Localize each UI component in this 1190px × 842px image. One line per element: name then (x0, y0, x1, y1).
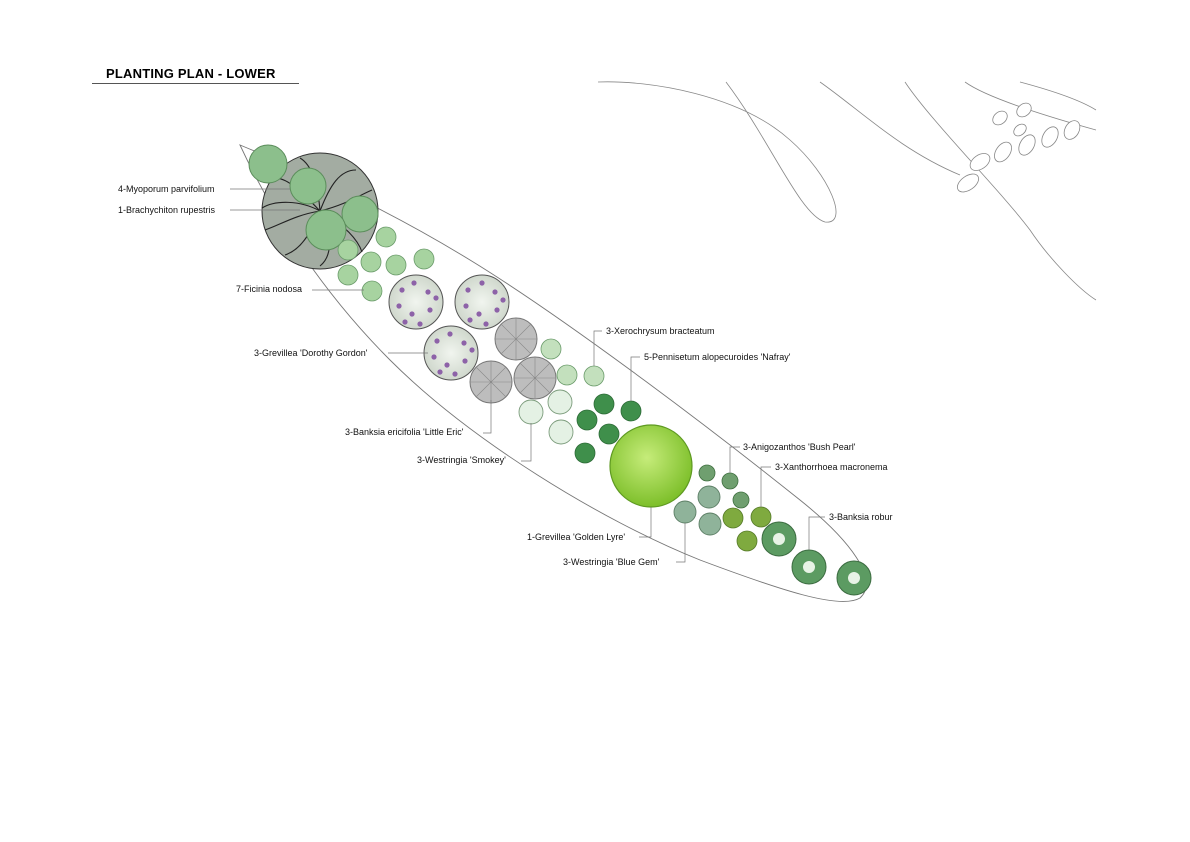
xanthorrhoea-plants (722, 506, 772, 552)
xerochrysum-plants (540, 338, 605, 387)
grevillea-dorothy-gordon-plants (388, 274, 510, 381)
label-grevillea-dorothy-gordon: 3-Grevillea 'Dorothy Gordon' (254, 348, 368, 358)
banksia-ericifolia-plants (469, 317, 557, 404)
pennisetum-plants (574, 393, 642, 464)
banksia-robur-plants (761, 521, 872, 596)
label-xanthorrhoea: 3-Xanthorrhoea macronema (775, 462, 888, 472)
title-underline (92, 83, 299, 84)
label-xerochrysum-bracteatum: 3-Xerochrysum bracteatum (606, 326, 715, 336)
label-banksia-robur: 3-Banksia robur (829, 512, 893, 522)
label-grevillea-golden-lyre: 1-Grevillea 'Golden Lyre' (527, 532, 625, 542)
westringia-smokey-plants (518, 389, 574, 445)
ficinia-nodosa-plants (337, 226, 435, 302)
garden-bed-outline (239, 144, 867, 602)
myoporum-shrubs (248, 144, 379, 251)
label-ficinia-nodosa: 7-Ficinia nodosa (236, 284, 302, 294)
label-brachychiton-rupestris: 1-Brachychiton rupestris (118, 205, 216, 215)
plant-labels: 4-Myoporum parvifolium 1-Brachychiton ru… (118, 184, 893, 567)
stepping-stones (956, 102, 1081, 193)
westringia-blue-gem-plants (673, 485, 722, 536)
label-banksia-ericifolia: 3-Banksia ericifolia 'Little Eric' (345, 427, 464, 437)
label-anigozanthos: 3-Anigozanthos 'Bush Pearl' (743, 442, 856, 452)
page-title: PLANTING PLAN - LOWER (106, 66, 276, 81)
label-pennisetum: 5-Pennisetum alopecuroides 'Nafray' (644, 352, 791, 362)
grevillea-golden-lyre-plant (609, 424, 693, 508)
label-westringia-blue-gem: 3-Westringia 'Blue Gem' (563, 557, 660, 567)
label-myoporum-parvifolium: 4-Myoporum parvifolium (118, 184, 215, 194)
anigozanthos-plants (698, 464, 750, 509)
label-westringia-smokey: 3-Westringia 'Smokey' (417, 455, 506, 465)
